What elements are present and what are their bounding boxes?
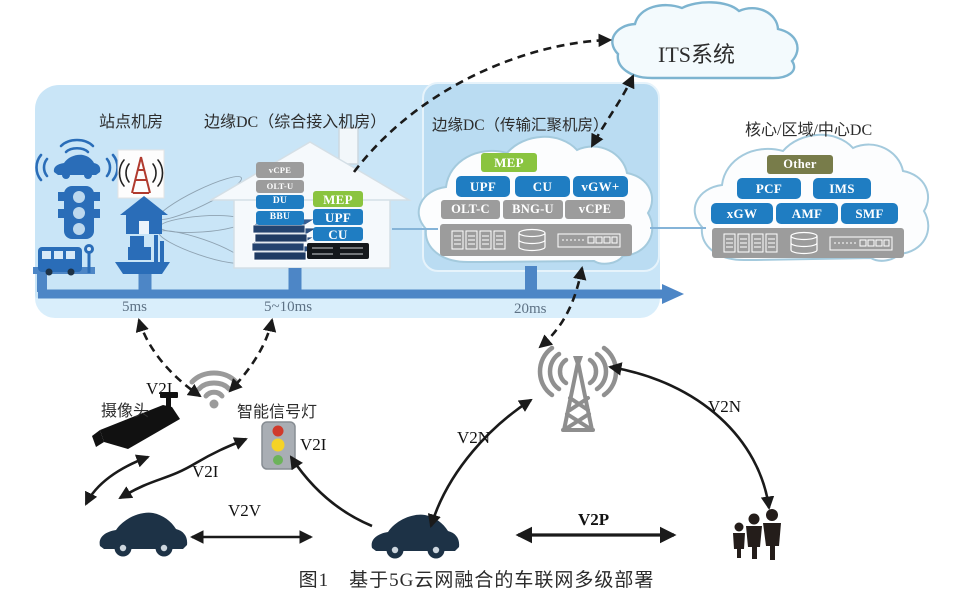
- latency-20ms: 20ms: [514, 301, 547, 317]
- arrow-v2i-car-signal: [118, 437, 248, 500]
- dashed-flow-arrows: [135, 33, 635, 398]
- arrow-camera-roadside: [84, 454, 150, 506]
- box-oltu: OLT-U: [256, 180, 304, 193]
- mid-cloud-equipment-bar: [440, 224, 632, 256]
- box-cu: CU: [515, 176, 570, 197]
- box-du: DU: [256, 195, 304, 209]
- traffic-light-blue-icon: [58, 186, 100, 239]
- box-mep-cloud: MEP: [481, 153, 537, 172]
- edge-dc-access-label: 边缘DC（综合接入机房）: [204, 114, 387, 131]
- latency-strip: [35, 298, 660, 318]
- latency-5ms: 5ms: [122, 299, 148, 315]
- database-icon: [790, 231, 818, 255]
- smart-traffic-light-icon: [261, 421, 296, 470]
- v2n-left-label: V2N: [457, 428, 491, 447]
- core-dc-label: 核心/区域/中心DC: [745, 122, 873, 139]
- arrow-v2n-tower-peds: [607, 362, 775, 511]
- its-system-label: ITS系统: [658, 42, 736, 67]
- core-cloud-equipment-bar: [712, 228, 904, 258]
- switch-icon: [557, 233, 621, 248]
- box-cu-house: CU: [313, 227, 363, 241]
- box-upf-house: UPF: [313, 209, 363, 225]
- figure-caption: 图1 基于5G云网融合的车联网多级部署: [298, 570, 655, 591]
- v2i-signal-label: V2I: [300, 435, 327, 454]
- radio-tower-icon: [117, 149, 165, 199]
- box-smf: SMF: [841, 203, 898, 224]
- box-pcf: PCF: [737, 178, 801, 199]
- station-room-label: 站点机房: [99, 114, 164, 131]
- v2i-wifi-label: V2I: [146, 379, 173, 398]
- camera-label: 摄像头: [101, 403, 150, 420]
- latency-5-10ms: 5~10ms: [264, 299, 313, 315]
- box-vgw: vGW+: [573, 176, 628, 197]
- box-upf: UPF: [456, 176, 510, 197]
- v2p-label: V2P: [578, 510, 610, 529]
- arrow-house-to-its: [352, 33, 613, 173]
- box-vcpe-cloud: vCPE: [565, 200, 625, 219]
- timeline-arrowhead: [662, 284, 684, 304]
- box-xgw: xGW: [711, 203, 773, 224]
- arrow-signal-car2: [289, 455, 373, 528]
- its-cloud: [611, 1, 799, 80]
- database-icon: [518, 228, 546, 252]
- port-icon: [115, 235, 170, 274]
- smart-signal-label: 智能信号灯: [237, 404, 318, 421]
- radio-beams: [158, 176, 245, 264]
- switch-icon: [829, 236, 893, 251]
- rsu-wifi-icon: [189, 370, 239, 409]
- v2x-arrows: [84, 362, 775, 544]
- equipment-icons: [723, 231, 893, 255]
- arrow-5ms-rsu: [135, 318, 202, 398]
- box-ims: IMS: [813, 178, 871, 199]
- box-bngu: BNG-U: [503, 200, 563, 219]
- server-rack-black-icon: [307, 243, 369, 259]
- arrow-midcloud-tower: [538, 266, 587, 349]
- pedestrians-icon: [733, 509, 781, 560]
- box-mep-house: MEP: [313, 191, 363, 207]
- house-icon: [120, 196, 168, 234]
- car-left-icon: [99, 512, 188, 557]
- car-right-icon: [371, 514, 460, 559]
- v2i-mid-label: V2I: [192, 462, 219, 481]
- arrow-10ms-rsu: [228, 318, 277, 393]
- base-station-tower-icon: [537, 345, 619, 432]
- arrow-v2n-car-tower: [427, 398, 533, 528]
- v2v-label: V2V: [228, 501, 262, 520]
- dc-connectors: [392, 227, 706, 230]
- box-oltc: OLT-C: [441, 200, 500, 219]
- box-vcpe-house: vCPE: [256, 162, 304, 178]
- bus-stop-icon: [38, 244, 94, 276]
- connected-car-icon: [35, 138, 119, 182]
- arrow-its-midcloud: [590, 74, 635, 148]
- box-other: Other: [767, 155, 833, 174]
- edge-dc-agg-label: 边缘DC（传输汇聚机房）: [432, 117, 609, 134]
- equipment-icons: [451, 228, 621, 252]
- box-bbu: BBU: [256, 211, 304, 225]
- box-amf: AMF: [776, 203, 838, 224]
- server-rack-detail: [312, 247, 363, 255]
- v2n-right-label: V2N: [708, 397, 742, 416]
